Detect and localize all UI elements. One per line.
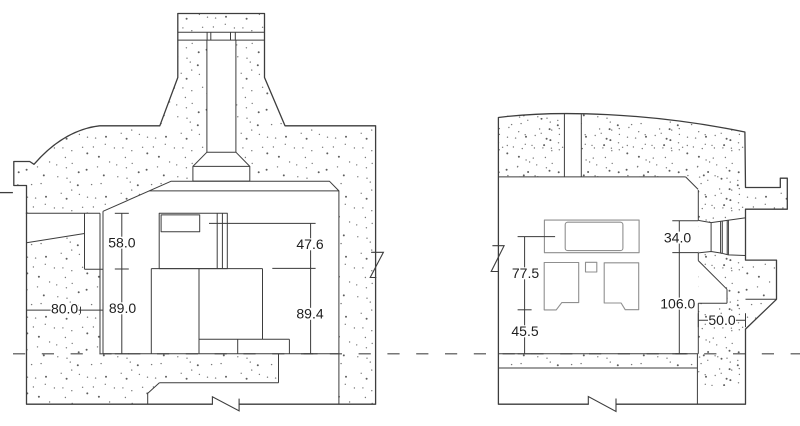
svg-text:106.0: 106.0 xyxy=(660,295,695,311)
svg-text:58.0: 58.0 xyxy=(108,235,135,251)
svg-text:45.5: 45.5 xyxy=(511,323,538,339)
svg-text:89.0: 89.0 xyxy=(109,300,136,316)
svg-text:34.0: 34.0 xyxy=(664,229,691,245)
svg-text:50.0: 50.0 xyxy=(708,312,735,328)
svg-text:80.0: 80.0 xyxy=(51,301,78,317)
svg-text:89.4: 89.4 xyxy=(296,306,323,322)
svg-text:47.6: 47.6 xyxy=(296,236,323,252)
svg-text:77.5: 77.5 xyxy=(512,265,539,281)
